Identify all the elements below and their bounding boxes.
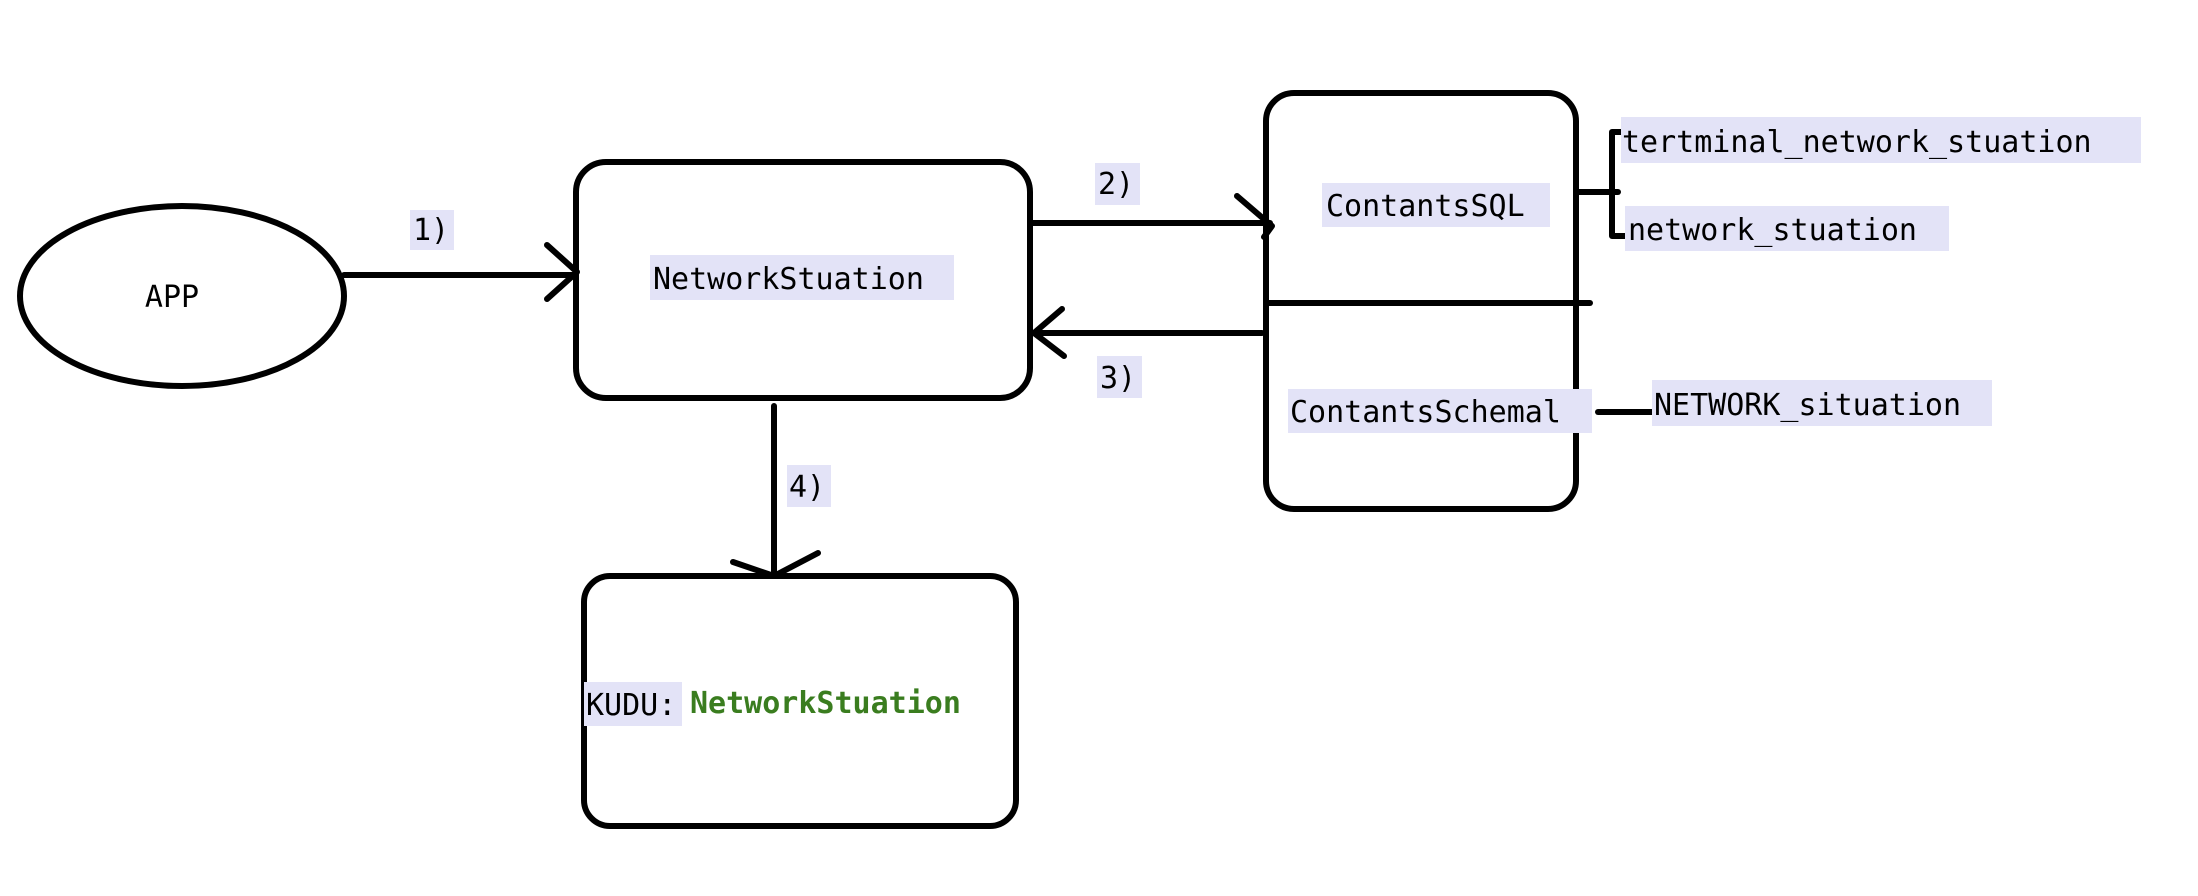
arrow-step-4: 4)	[730, 403, 831, 579]
network-stuation-box	[573, 159, 1033, 401]
step-4-label: 4)	[789, 470, 825, 505]
table-terminal-network-stuation: tertminal_network_stuation	[1622, 125, 2092, 160]
step-2-label: 2)	[1098, 167, 1134, 202]
arrow-step-1: 1)	[341, 210, 580, 302]
table-network-situation: NETWORK_situation	[1654, 388, 1961, 423]
kudu-table-label: NetworkStuation	[690, 686, 961, 721]
step-3-label: 3)	[1100, 361, 1136, 396]
app-label: APP	[145, 280, 199, 315]
contants-sql-label: ContantsSQL	[1326, 189, 1525, 224]
arrow-step-2: 2)	[1029, 163, 1275, 240]
network-stuation-node: NetworkStuation	[573, 159, 1033, 401]
step-1-label: 1)	[413, 213, 449, 248]
kudu-prefix-label: KUDU:	[586, 688, 676, 723]
app-ellipse	[17, 203, 347, 389]
arrow-step-3: 3)	[1029, 306, 1265, 398]
contants-node: ContantsSQL ContantsSchemal	[1263, 90, 1593, 512]
network-stuation-label: NetworkStuation	[653, 262, 924, 297]
kudu-node: KUDU: NetworkStuation	[581, 573, 1019, 829]
app-node: APP	[17, 203, 347, 389]
contants-schema-label: ContantsSchemal	[1290, 395, 1561, 430]
table-network-stuation: network_stuation	[1628, 213, 1917, 248]
